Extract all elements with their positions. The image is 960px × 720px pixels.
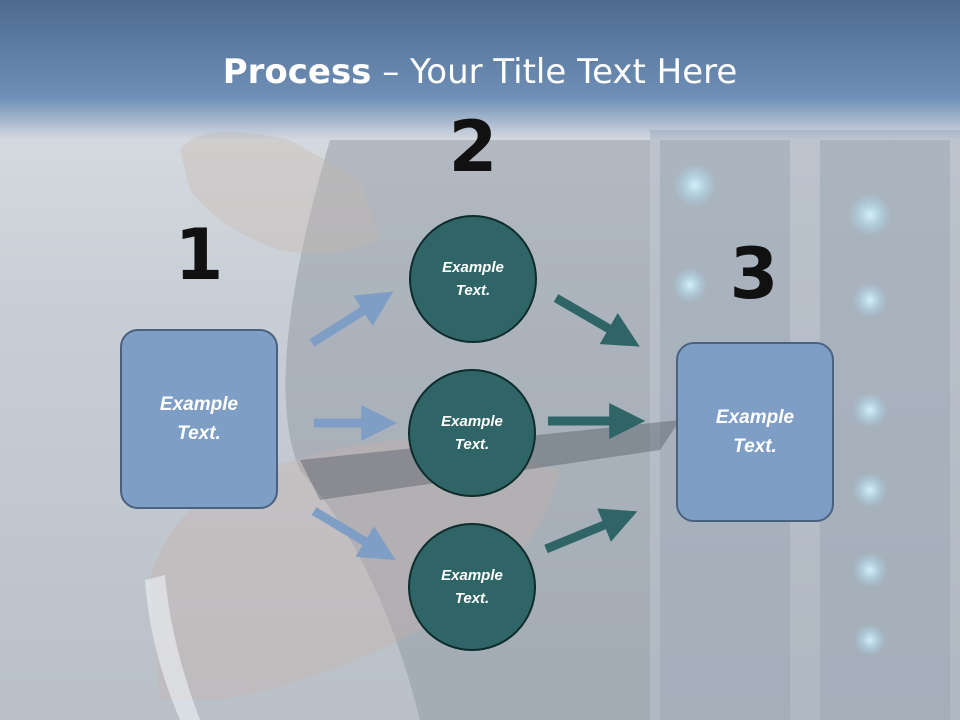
circle-2-line1: Example [441, 413, 503, 430]
right-box: Example Text. [676, 342, 834, 522]
left-box-line2: Text. [177, 423, 221, 444]
arrow-from-circle-1 [553, 294, 640, 347]
title-band [0, 0, 960, 140]
step-number-1: 1 [174, 214, 224, 296]
circle-2: Example Text. [408, 369, 536, 497]
circle-1: Example Text. [409, 215, 537, 343]
circle-3-line1: Example [441, 567, 503, 584]
left-box-line1: Example [159, 394, 239, 415]
title-bold: Process [222, 52, 372, 92]
step-number-2: 2 [448, 106, 498, 188]
title-rest: – Your Title Text Here [371, 52, 738, 92]
step-number-3: 3 [729, 233, 779, 315]
circle-3: Example Text. [408, 523, 536, 651]
arrow-to-circle-3 [311, 507, 396, 560]
right-box-line1: Example [715, 407, 795, 428]
left-box: Example Text. [120, 329, 278, 509]
arrow-from-circle-3 [544, 508, 638, 554]
slide-title: Process – Your Title Text Here [0, 52, 960, 92]
arrow-to-circle-1 [309, 291, 394, 347]
circle-2-line2: Text. [454, 436, 490, 453]
circle-1-line2: Text. [455, 282, 491, 299]
right-box-line2: Text. [733, 436, 777, 457]
circle-3-line2: Text. [454, 590, 490, 607]
circle-1-line1: Example [442, 259, 504, 276]
